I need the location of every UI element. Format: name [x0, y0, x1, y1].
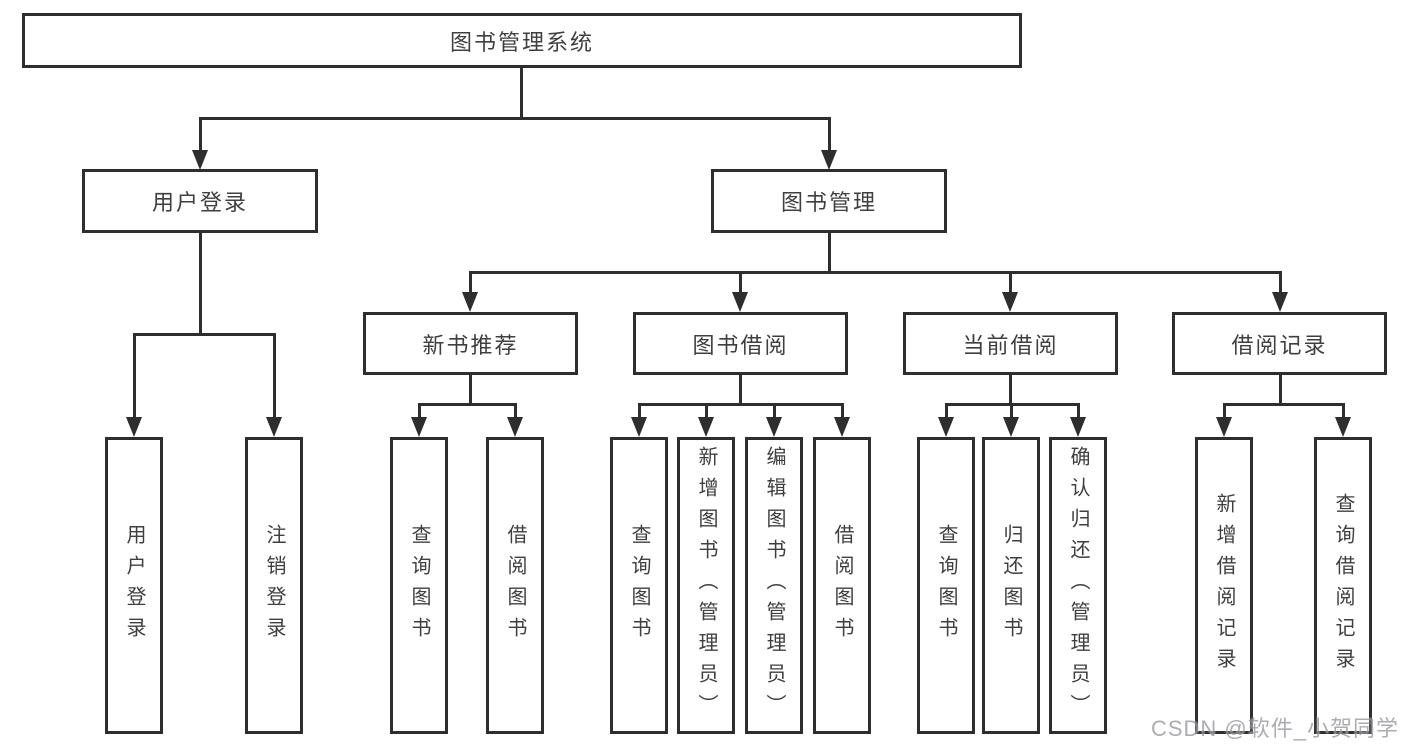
leaf-add-books-admin: 新增图书（管理员）: [677, 437, 735, 734]
edge-stem-borrowing-query: [638, 403, 641, 418]
arrowhead-leaf-logout: [266, 417, 282, 437]
node-book-management: 图书管理: [711, 169, 947, 233]
edge-stem-borrowing-add: [705, 403, 708, 418]
edge-stem-current-borrowing: [1009, 271, 1012, 293]
arrowhead-book-borrowing: [732, 292, 748, 312]
leaf-add-borrow-record: 新增借阅记录: [1195, 437, 1253, 734]
edge-book-management-trunk: [828, 233, 831, 273]
node-user-login: 用户登录: [82, 169, 318, 233]
node-borrowing-records: 借阅记录: [1172, 312, 1387, 375]
csdn-watermark: CSDN @软件_小贺同学: [1150, 716, 1399, 741]
edge-recommend-trunk: [469, 375, 472, 405]
edge-stem-borrowing-edit: [773, 403, 776, 418]
edge-stem-current-confirm: [1077, 403, 1080, 418]
edge-stem-book-management: [828, 117, 831, 153]
edge-stem-borrowing-borrow: [841, 403, 844, 418]
edge-stem-new-book-recommendation: [469, 271, 472, 293]
arrowhead-borrowing-borrow: [834, 417, 850, 437]
leaf-query-books-borrowing: 查询图书: [610, 437, 668, 734]
arrowhead-recommend-borrow: [507, 417, 523, 437]
edge-stem-leaf-user-login: [133, 333, 136, 418]
edge-stem-book-borrowing: [739, 271, 742, 293]
node-new-book-recommendation: 新书推荐: [363, 312, 578, 375]
edge-records-trunk: [1279, 375, 1282, 405]
edge-borrowing-hbar: [638, 403, 844, 406]
leaf-borrow-books-recommend: 借阅图书: [486, 437, 544, 734]
leaf-query-books-recommend: 查询图书: [390, 437, 448, 734]
edge-user-login-hbar: [133, 333, 275, 336]
arrowhead-current-confirm: [1070, 417, 1086, 437]
arrowhead-current-query: [938, 417, 954, 437]
leaf-query-borrow-record: 查询借阅记录: [1314, 437, 1372, 734]
edge-root-hbar: [199, 117, 831, 120]
edge-stem-records-query: [1342, 403, 1345, 418]
edge-root-trunk: [520, 68, 523, 119]
node-library-management-system: 图书管理系统: [22, 13, 1022, 68]
edge-stem-leaf-logout: [273, 333, 276, 418]
edge-borrowing-trunk: [739, 375, 742, 405]
arrowhead-user-login: [192, 150, 208, 170]
arrowhead-book-management: [821, 150, 837, 170]
arrowhead-borrowing-edit: [766, 417, 782, 437]
edge-stem-records-add: [1223, 403, 1226, 418]
edge-stem-recommend-borrow: [514, 403, 517, 418]
arrowhead-borrowing-records: [1272, 292, 1288, 312]
leaf-confirm-return-admin: 确认归还（管理员）: [1049, 437, 1107, 734]
arrowhead-leaf-user-login: [126, 417, 142, 437]
leaf-borrow-books-borrowing: 借阅图书: [813, 437, 871, 734]
leaf-edit-books-admin: 编辑图书（管理员）: [745, 437, 803, 734]
leaf-user-login: 用户登录: [105, 437, 163, 734]
arrowhead-recommend-query: [411, 417, 427, 437]
edge-recommend-hbar: [418, 403, 517, 406]
leaf-return-books: 归还图书: [982, 437, 1040, 734]
arrowhead-new-book-recommendation: [462, 292, 478, 312]
edge-stem-current-return: [1010, 403, 1013, 418]
arrowhead-borrowing-query: [631, 417, 647, 437]
arrowhead-records-query: [1335, 417, 1351, 437]
edge-stem-current-query: [945, 403, 948, 418]
edge-user-login-trunk: [199, 233, 202, 335]
node-book-borrowing: 图书借阅: [633, 312, 848, 375]
node-current-borrowing: 当前借阅: [903, 312, 1118, 375]
edge-stem-user-login: [199, 117, 202, 153]
edge-records-hbar: [1223, 403, 1345, 406]
arrowhead-borrowing-add: [698, 417, 714, 437]
leaf-logout-login: 注销登录: [245, 437, 303, 734]
edge-current-trunk: [1009, 375, 1012, 405]
edge-book-management-hbar: [469, 271, 1281, 274]
arrowhead-current-return: [1003, 417, 1019, 437]
arrowhead-current-borrowing: [1002, 292, 1018, 312]
edge-stem-borrowing-records: [1279, 271, 1282, 293]
edge-stem-recommend-query: [418, 403, 421, 418]
leaf-query-books-current: 查询图书: [917, 437, 975, 734]
arrowhead-records-add: [1216, 417, 1232, 437]
